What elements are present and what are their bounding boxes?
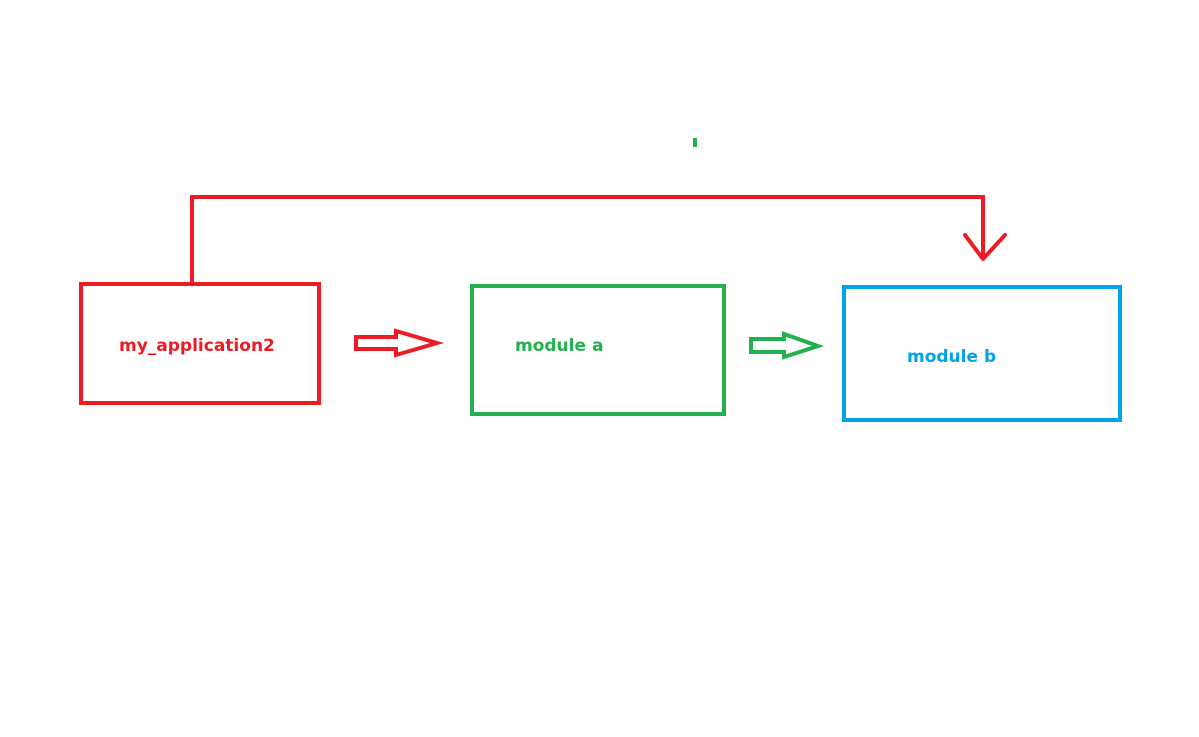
bypass-connector (190, 195, 985, 283)
my-application2-label: my_application2 (119, 336, 275, 356)
module-a-label: module a (515, 336, 604, 356)
module-a-node: module a (470, 284, 726, 416)
my-application2-node: my_application2 (79, 282, 321, 405)
module-b-node: module b (842, 285, 1122, 422)
bypass-arrowhead (963, 233, 1007, 261)
stray-mark (693, 138, 697, 147)
module-a-to-module-b-arrow (749, 331, 825, 360)
app-to-module-a-arrow (354, 328, 445, 358)
module-b-label: module b (907, 347, 997, 367)
